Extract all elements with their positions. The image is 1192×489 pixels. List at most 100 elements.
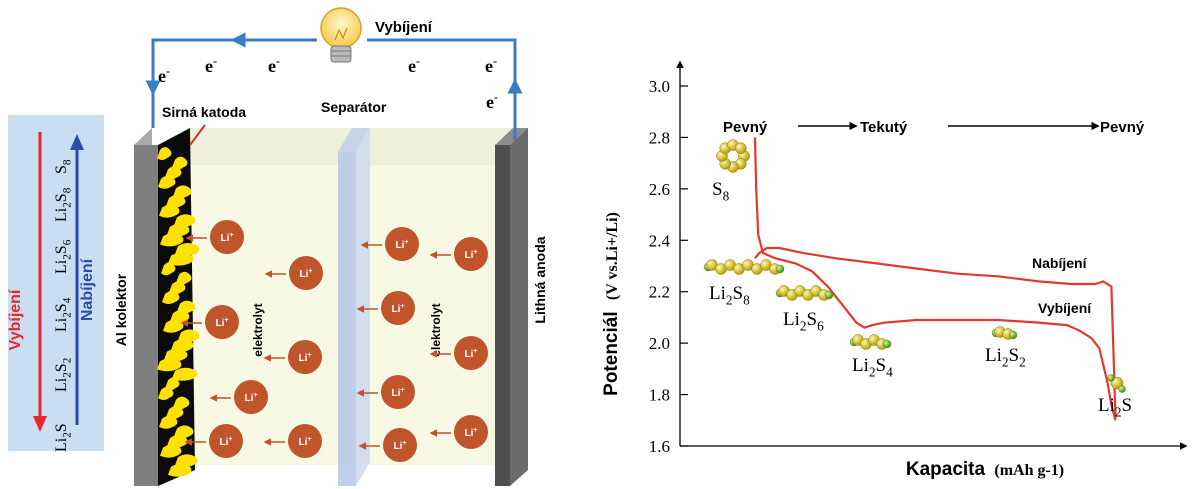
sulfur-particle [163,319,184,333]
s8-molecule-icon [716,139,750,173]
x-axis-title: Kapacita (mAh g-1) [906,459,1064,480]
electron-label: e- [408,54,420,76]
electrolyte-label-left: elektrolyt [251,303,265,356]
anode-top [495,128,528,145]
y-axis-title: Potenciál (V vs.Li+/Li) [601,212,622,396]
species-label: Li2S2 [53,358,73,392]
charge-arrow-head [70,134,84,150]
electron-labels: e-e-e-e-e-e- [158,54,498,112]
series-line [753,137,1117,421]
li-ion: Li+ [185,220,244,254]
sulfur-particle [173,396,190,410]
bulb-discharge-label: Vybíjení [375,19,433,36]
electron-label: e- [205,54,217,76]
anode-side [510,128,528,486]
sulfur-particle [165,166,182,180]
svg-text:Li+: Li+ [396,239,409,251]
li2s2-molecule-icon [991,326,1018,340]
sulfur-particle [168,252,194,266]
lithium-ions: Li+Li+Li+Li+Li+Li+Li+Li+Li+Li+Li+Li+Li+L… [180,220,488,462]
sulfur-particle [165,377,180,391]
separator-label: Separátor [321,99,387,115]
molecule-label: S8 [712,179,730,203]
discharge-arrow-head [33,416,47,432]
electron-label: e- [486,90,498,112]
species-formula: Li2S6 [53,239,73,274]
separator-side [356,128,370,486]
li-ion: Li+ [429,237,488,271]
svg-text:Li+: Li+ [220,436,233,448]
species-formula: Li2S2 [53,358,73,392]
cell-top-face [160,128,520,165]
voltage-chart: 1.61.82.02.22.42.62.83.0 S8Li2S8Li2S6Li2… [601,60,1188,480]
svg-text:Li+: Li+ [299,352,312,364]
molecule-label: Li2S [1098,395,1132,419]
y-tick-label: 1.8 [649,386,670,405]
sulfur-particle [162,291,180,304]
discharge-label: Vybíjení [7,289,24,350]
li-ion: Li+ [356,291,415,325]
light-bulb-icon [320,7,362,63]
charge-label: Nabíjení [79,258,96,321]
li-ion: Li+ [429,336,488,370]
phase-label: Tekutý [860,119,908,136]
y-tick-label: 2.2 [649,283,670,302]
species-formula: S8 [53,159,73,174]
electron-label: e- [485,54,497,76]
phase-label: Pevný [1100,119,1145,136]
separator [338,152,356,486]
sulfur-particle [172,156,188,170]
series-label: Vybíjení [1038,300,1092,316]
sulfur-particle [157,358,182,372]
svg-text:Li+: Li+ [392,303,405,315]
svg-text:Li+: Li+ [465,427,478,439]
svg-text:Li+: Li+ [245,392,258,404]
species-label: Li2S6 [53,239,73,274]
svg-text:Li+: Li+ [299,436,312,448]
li2s-molecule-icon [1107,374,1126,393]
y-tick-label: 2.0 [649,334,670,353]
species-formula: Li2S [53,423,73,452]
sulfur-particle [160,444,182,458]
svg-text:Li+: Li+ [216,317,229,329]
series-line [754,246,1117,418]
svg-text:Li+: Li+ [465,249,478,261]
phase-label: Pevný [723,119,768,136]
series-label: Nabíjení [1032,255,1088,271]
svg-text:Li+: Li+ [221,232,234,244]
electron-label: e- [268,54,280,76]
li-ion: Li+ [209,380,268,414]
li2s8-molecule-icon [703,259,785,275]
sulfur-particle [169,281,186,295]
y-tick-label: 1.6 [649,437,670,456]
y-tick-label: 2.6 [649,180,670,199]
li-ion: Li+ [360,227,419,261]
y-tick-label: 2.8 [649,128,670,147]
y-ticks: 1.61.82.02.22.42.62.83.0 [649,77,688,456]
li2s6-molecule-icon [775,285,834,301]
li-ion: Li+ [263,340,322,374]
li-ion: Li+ [429,415,488,449]
molecule-label: Li2S2 [985,345,1026,369]
li-ion: Li+ [180,305,239,339]
sulfur-particle [159,415,178,429]
collector-label: Al kolektor [113,273,129,346]
sulfur-particle [161,262,176,276]
li-ion: Li+ [263,424,322,458]
li-ion: Li+ [184,424,243,458]
sulfur-particle [160,233,184,247]
sulfur-particle [157,147,172,160]
li-ion: Li+ [356,375,415,409]
molecule-label: Li2S8 [709,283,750,307]
svg-text:Li+: Li+ [392,387,405,399]
electron-label: e- [158,64,170,86]
species-label: S8 [53,159,73,174]
cell-diagram: Vybíjení e-e-e-e-e-e- Sirná katoda Separ… [113,7,548,486]
cathode-label: Sirná katoda [162,104,246,120]
cathode-pointer [189,124,206,146]
y-tick-label: 3.0 [649,77,670,96]
